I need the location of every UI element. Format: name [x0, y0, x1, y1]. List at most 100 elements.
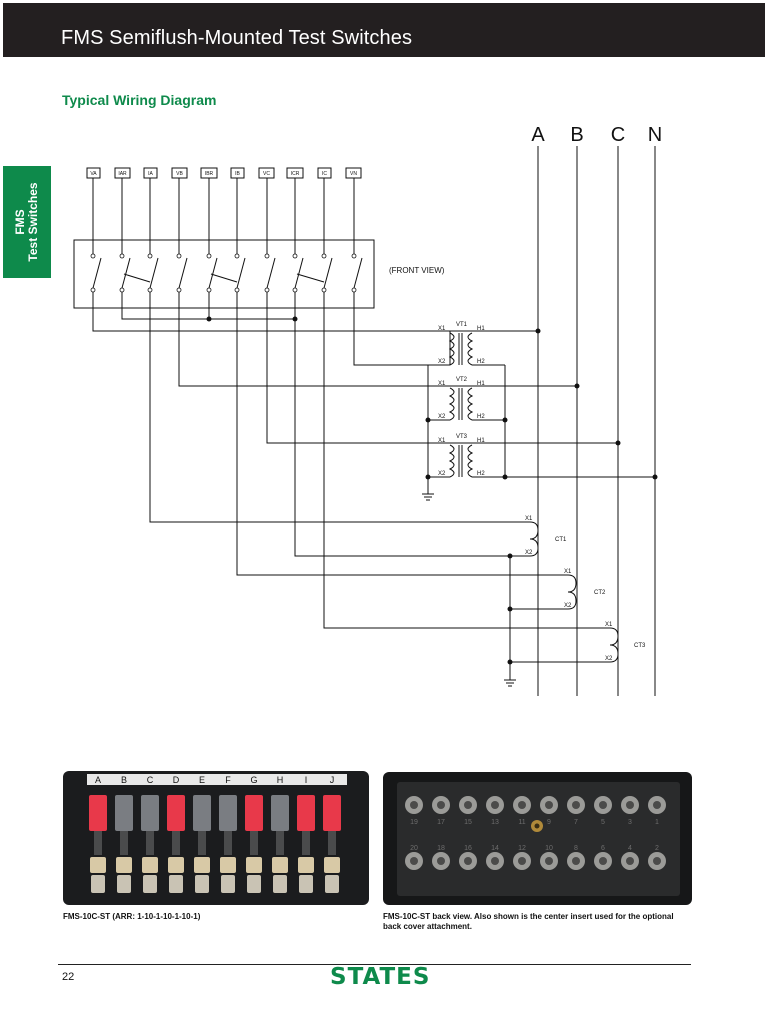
terminal-screw-center — [599, 801, 607, 809]
vt1-x2: X2 — [438, 359, 446, 365]
switch-letter-label: D — [173, 775, 180, 785]
switch-terminal-lower — [325, 875, 339, 893]
switch-label-va: VA — [90, 171, 97, 177]
terminal-screw-center — [437, 801, 445, 809]
switch-stem — [302, 831, 310, 855]
switch-label-ibr: IBR — [205, 171, 214, 177]
switch-terminal — [272, 857, 288, 873]
switch-terminal — [90, 857, 106, 873]
vt2-name: VT2 — [456, 377, 468, 383]
states-logo: STATES — [330, 964, 431, 990]
terminal-number: 19 — [410, 819, 418, 826]
switch-handle — [193, 795, 211, 831]
switch-terminal — [116, 857, 132, 873]
front-view-label: (FRONT VIEW) — [389, 266, 445, 275]
terminal-screw-center — [545, 801, 553, 809]
switch-stem — [328, 831, 336, 855]
switch-label-vn: VN — [350, 171, 357, 177]
switch-blades — [92, 257, 363, 289]
switch-stem — [276, 831, 284, 855]
vt2-x2: X2 — [438, 414, 446, 420]
switch-label-ic: IC — [322, 171, 327, 177]
switch-handle — [271, 795, 289, 831]
vt1-name: VT1 — [456, 322, 468, 328]
page-title: FMS Semiflush-Mounted Test Switches — [61, 27, 413, 49]
page-header: FMS Semiflush-Mounted Test Switches — [3, 3, 765, 57]
switch-leads-bottom — [92, 292, 618, 629]
terminal-screw-center — [464, 801, 472, 809]
terminal-number: 17 — [437, 819, 445, 826]
switch-letter-label: H — [277, 775, 284, 785]
ct2-x1: X1 — [564, 569, 572, 575]
switch-terminal-lower — [247, 875, 261, 893]
switch-terminal — [142, 857, 158, 873]
terminal-screw-center — [518, 801, 526, 809]
switch-handle — [323, 795, 341, 831]
back-view-caption: FMS-10C-ST back view. Also shown is the … — [383, 912, 674, 931]
switch-handle — [167, 795, 185, 831]
terminal-screw-center — [491, 857, 499, 865]
ct2-x2: X2 — [564, 603, 572, 609]
switch-terminal — [220, 857, 236, 873]
vt2-x1: X1 — [438, 381, 446, 387]
terminal-number: 5 — [601, 819, 605, 826]
switch-contacts — [90, 253, 357, 293]
switch-letter-label: A — [95, 775, 101, 785]
terminal-number: 15 — [464, 819, 472, 826]
ct1-x2: X2 — [525, 550, 533, 556]
vt1-h1: H1 — [477, 326, 485, 332]
terminal-screw-center — [410, 801, 418, 809]
switch-label-vb: VB — [176, 171, 183, 177]
vt3-x1: X1 — [438, 438, 446, 444]
switch-terminal-lower — [221, 875, 235, 893]
terminal-number: 3 — [628, 819, 632, 826]
switch-leads-top — [92, 178, 355, 254]
switch-block — [73, 239, 375, 309]
terminal-number: 13 — [491, 819, 499, 826]
switch-label-ib: IB — [235, 171, 240, 177]
switch-stem — [172, 831, 180, 855]
switch-letter-label: G — [250, 775, 257, 785]
terminal-screw-center — [572, 857, 580, 865]
switch-terminal-lower — [91, 875, 105, 893]
terminal-screw-center — [626, 857, 634, 865]
phase-label-c: C — [611, 124, 625, 146]
terminal-number: 12 — [518, 845, 526, 852]
terminal-screw-center — [626, 801, 634, 809]
switch-terminal-lower — [143, 875, 157, 893]
switch-letter-label: C — [147, 775, 154, 785]
page-number: 22 — [62, 971, 75, 983]
vt3-h2: H2 — [477, 471, 485, 477]
terminal-number: 16 — [464, 845, 472, 852]
side-tab-text: FMS Test Switches — [13, 182, 40, 261]
switch-stem — [146, 831, 154, 855]
ct3-x2: X2 — [605, 656, 613, 662]
switch-stem — [198, 831, 206, 855]
terminal-screw-center — [518, 857, 526, 865]
switch-letter-label: J — [330, 775, 335, 785]
switch-label-boxes — [86, 167, 362, 179]
switch-letter-label: I — [305, 775, 308, 785]
switch-stem — [120, 831, 128, 855]
switch-label-vc: VC — [263, 171, 270, 177]
terminal-number: 18 — [437, 845, 445, 852]
switch-handle — [115, 795, 133, 831]
ct-transformers — [504, 521, 619, 687]
switch-handle — [219, 795, 237, 831]
vt3-name: VT3 — [456, 434, 468, 440]
terminal-number: 20 — [410, 845, 418, 852]
phase-label-a: A — [531, 124, 545, 146]
switch-label-icr: ICR — [291, 171, 300, 177]
switch-terminal — [168, 857, 184, 873]
footer-rule — [58, 964, 691, 965]
ct3-x1: X1 — [605, 622, 613, 628]
terminal-number: 7 — [574, 819, 578, 826]
switch-terminal-lower — [299, 875, 313, 893]
switch-handle — [297, 795, 315, 831]
terminal-number: 2 — [655, 845, 659, 852]
switch-terminal-lower — [195, 875, 209, 893]
vt3-x2: X2 — [438, 471, 446, 477]
